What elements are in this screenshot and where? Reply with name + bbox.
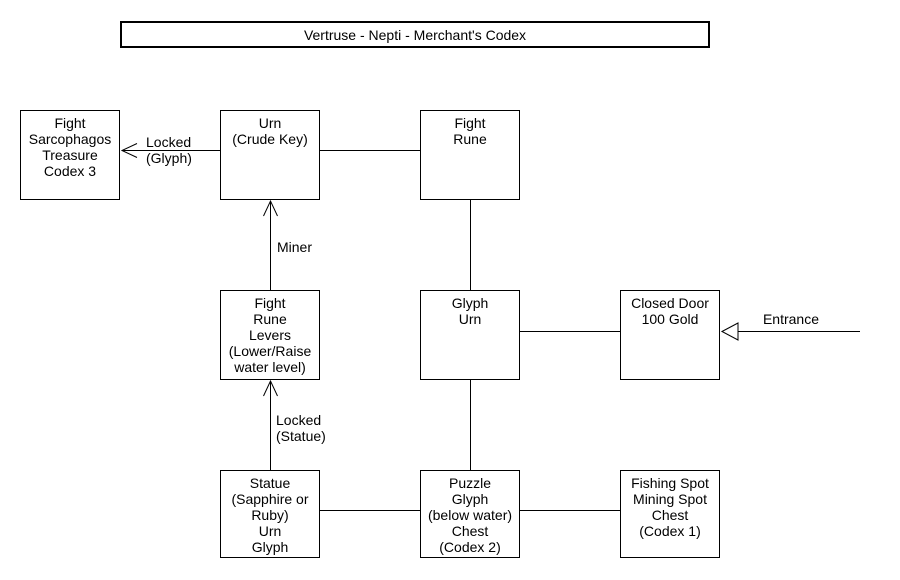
arrowhead-up-urn xyxy=(263,199,278,217)
edge-label-entrance: Entrance xyxy=(762,311,820,327)
node-fight-sarcophagos: Fight Sarcophagos Treasure Codex 3 xyxy=(20,110,120,200)
node-puzzle-glyph: Puzzle Glyph (below water) Chest (Codex … xyxy=(420,470,520,558)
arrowhead-up-levers xyxy=(263,379,278,397)
node-fight-rune: Fight Rune xyxy=(420,110,520,200)
arrowhead-left-sarcophagos xyxy=(120,143,138,158)
node-closed-door: Closed Door 100 Gold xyxy=(620,290,720,380)
node-urn-crude-key: Urn (Crude Key) xyxy=(220,110,320,200)
node-fishing-mining: Fishing Spot Mining Spot Chest (Codex 1) xyxy=(620,470,720,558)
edge-label-miner: Miner xyxy=(277,239,313,255)
edge-label-locked-glyph: Locked (Glyph) xyxy=(146,134,192,166)
node-fight-rune-levers: Fight Rune Levers (Lower/Raise water lev… xyxy=(220,290,320,380)
arrowhead-left-closed-door xyxy=(720,322,739,341)
node-glyph-urn: Glyph Urn xyxy=(420,290,520,380)
edge-label-locked-statue: Locked (Statue) xyxy=(276,412,326,444)
diagram-title: Vertruse - Nepti - Merchant's Codex xyxy=(120,21,710,48)
node-statue: Statue (Sapphire or Ruby) Urn Glyph xyxy=(220,470,320,558)
